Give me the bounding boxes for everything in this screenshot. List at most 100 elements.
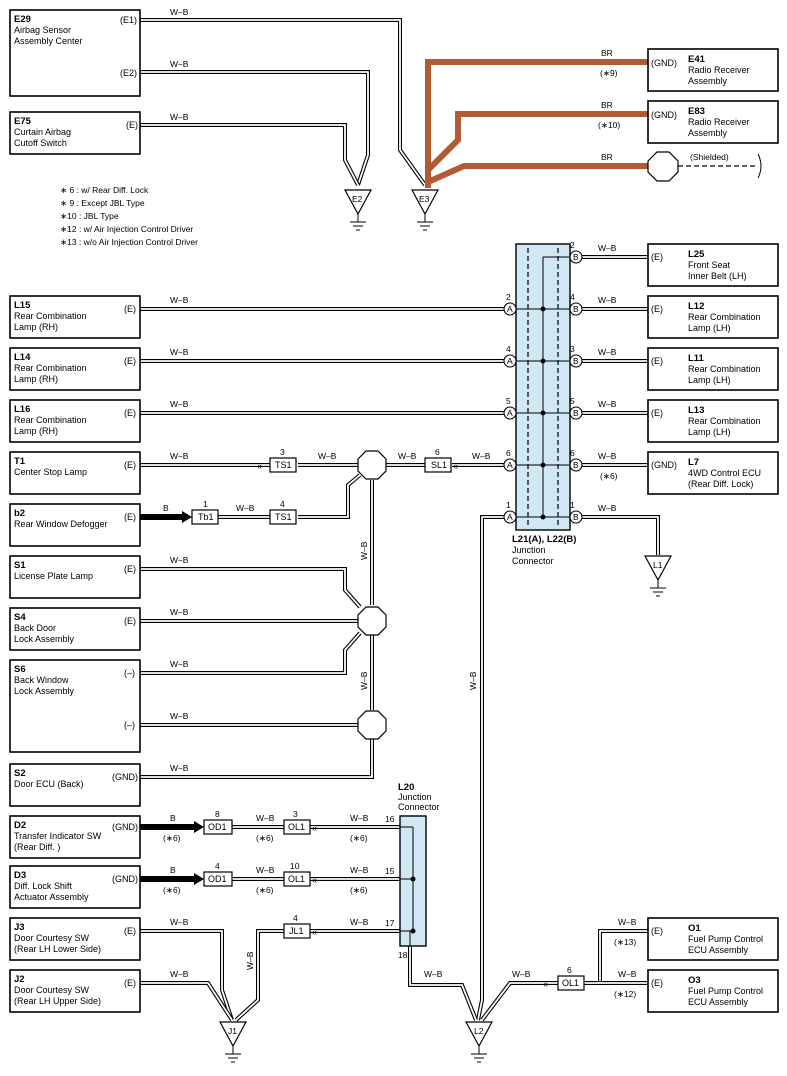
pin-num-l20-17: 17 [385,918,395,928]
l25-name-line2: Inner Belt (LH) [688,271,747,281]
ground-e2-label: E2 [352,194,363,204]
wc-s6-2: W–B [170,711,189,721]
wc-b2: B [163,503,169,513]
chevron-ol1-o: « [543,979,548,989]
component-l15: L15 Rear Combination Lamp (RH) (E) [9,295,141,339]
mark-10: (∗10) [598,120,620,130]
wc-shield: BR [601,152,613,162]
pin-num-l20-16: 16 [385,814,395,824]
l20-name-line1: Junction [398,792,432,802]
d2-name-line1: Transfer Indicator SW [14,831,102,841]
l15-name-line2: Lamp (RH) [14,322,58,332]
b-wires [140,511,204,885]
connector-ol1-o: OL1 [562,978,579,988]
connector-od1-upper: OD1 [208,822,227,832]
connector-ts1-lower: TS1 [275,512,292,522]
pin-num-b5: 5 [570,396,575,406]
s6-pin-2: (–) [124,720,135,730]
pin-num-l20-15: 15 [385,866,395,876]
s4-code: S4 [14,612,26,623]
wc-d2: B [170,813,176,823]
pin-a-309: A [507,304,513,314]
j2-name-line2: (Rear LH Upper Side) [14,996,101,1006]
e41-code: E41 [688,54,706,65]
connector-sl1: SL1 [431,460,447,470]
j2-pin: (E) [124,978,136,988]
note-9: ∗ 9 : Except JBL Type [60,198,145,208]
s1-name-line1: License Plate Lamp [14,571,93,581]
junction-connector-l20: L20 Junction Connector [398,782,440,947]
l12-pin: (E) [651,304,663,314]
pin-num-ts1-3: 3 [280,447,285,457]
j3-name-line1: Door Courtesy SW [14,933,90,943]
shield-splice [647,151,679,182]
d3-name-line1: Diff. Lock Shift [14,881,72,891]
l11-pin: (E) [651,356,663,366]
component-s6: S6 Back Window Lock Assembly (–) (–) [9,659,141,753]
note-10: ∗10 : JBL Type [60,211,119,221]
d2-code: D2 [14,820,26,831]
pin-num-a2: 2 [506,292,511,302]
l21-label: L21(A), L22(B) [512,534,576,545]
j3-name-line2: (Rear LH Lower Side) [14,944,101,954]
l22-pins-b: B B B B B B [569,250,583,524]
pin-b-413: B [573,408,579,418]
e29-code: E29 [14,14,31,25]
pin-num-b3: 3 [570,344,575,354]
chevron-sl1: « [453,461,458,471]
wc-tb1-ts1: W–B [236,503,255,513]
pin-num-a4: 4 [506,344,511,354]
component-b2: b2 Rear Window Defogger (E) [9,503,141,547]
ground-e3-label: E3 [419,194,430,204]
e75-pin: (E) [126,120,138,130]
component-o1: O1 Fuel Pump Control ECU Assembly (E) [647,917,779,961]
ground-e2: E2 [343,189,373,231]
component-t1: T1 Center Stop Lamp (E) [9,451,141,495]
pin-b-309: B [573,304,579,314]
component-l7: L7 4WD Control ECU (Rear Diff. Lock) (GN… [647,451,779,495]
ground-l2-label: L2 [474,1026,484,1036]
b2-code: b2 [14,508,25,519]
mark-13: (∗13) [614,937,636,947]
ground-j1: J1 [218,1021,248,1063]
pin-b-257: B [573,252,579,262]
l14-pin: (E) [124,356,136,366]
pin-num-ol1-10: 10 [290,861,300,871]
wc-splice-sl1: W–B [398,451,417,461]
e41-name-line2: Assembly [688,76,728,86]
wc-ol1-l20-1: W–B [350,813,369,823]
l16-name-line2: Lamp (RH) [14,426,58,436]
component-o3: O3 Fuel Pump Control ECU Assembly (E) [647,969,779,1013]
j3-code: J3 [14,922,25,933]
component-e29: E29 Airbag Sensor Assembly Center (E1) (… [9,9,141,97]
l21-pins-a: A A A A A [503,302,517,524]
wc-e29-1: W–B [170,7,189,17]
wc-e75: W–B [170,112,189,122]
wc-s4: W–B [170,607,189,617]
connector-ol1-upper: OL1 [288,822,305,832]
mark-6-d2-b: (∗6) [256,833,274,843]
o3-name-line1: Fuel Pump Control [688,986,763,996]
wc-e29-2: W–B [170,59,189,69]
d3-pin: (GND) [112,874,138,884]
footnotes: ∗ 6 : w/ Rear Diff. Lock ∗ 9 : Except JB… [60,185,198,247]
e75-name-line1: Curtain Airbag [14,127,71,137]
component-l12: L12 Rear Combination Lamp (LH) (E) [647,295,779,339]
pin-num-b1: 1 [570,500,575,510]
s6-code: S6 [14,664,26,675]
pin-a-465: A [507,460,513,470]
note-6: ∗ 6 : w/ Rear Diff. Lock [60,185,149,195]
s4-name-line1: Back Door [14,623,56,633]
wc-l14: W–B [170,347,189,357]
wc-l25: W–B [598,243,617,253]
s4-pin: (E) [124,616,136,626]
l25-name-line1: Front Seat [688,260,731,270]
mark-6-d2-c: (∗6) [350,833,368,843]
wc-od1-ol1-2: W–B [256,865,275,875]
pin-a-361: A [507,356,513,366]
o3-name-line2: ECU Assembly [688,997,749,1007]
l12-code: L12 [688,301,704,312]
wb-wires [140,18,660,1022]
wc-o1: W–B [618,917,637,927]
